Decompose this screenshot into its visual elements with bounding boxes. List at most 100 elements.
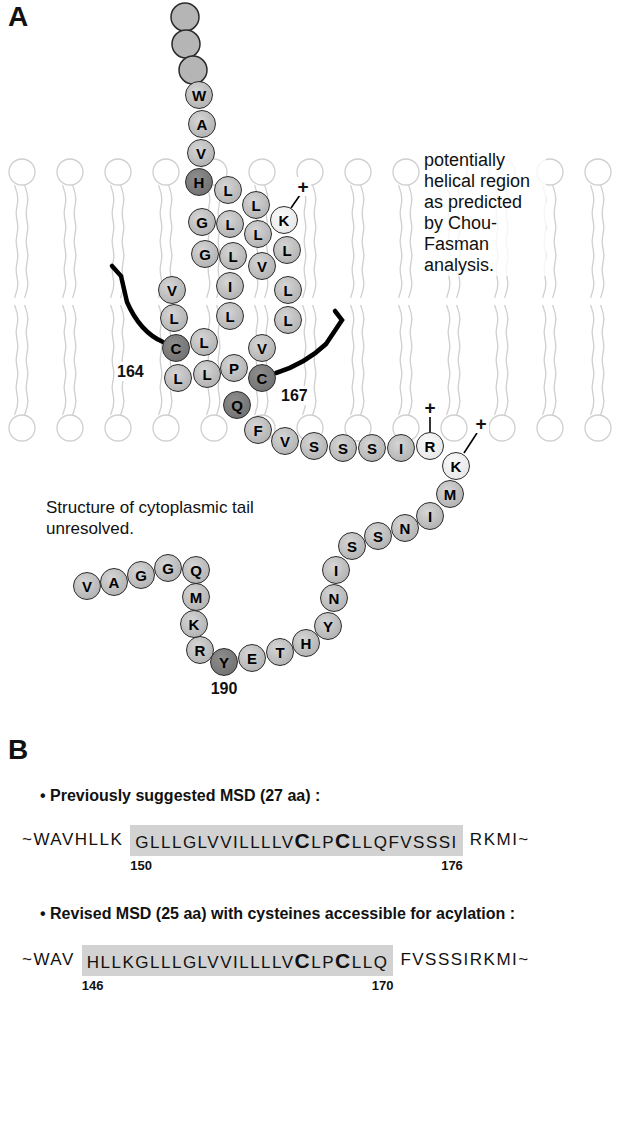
residue-letter: I [399, 441, 403, 456]
residue-circle: V [73, 572, 101, 600]
residue-letter: L [283, 283, 292, 298]
residue-number: 190 [210, 679, 239, 698]
residue-number: 164 [116, 362, 145, 381]
residue-letter: R [195, 643, 206, 658]
sequence-fragment: ~WAVHLLK [22, 830, 123, 850]
residue-circle: T [266, 638, 294, 666]
residue-circle: H [292, 629, 320, 657]
annotation: Structure of cytoplasmic tail unresolved… [46, 497, 274, 539]
residue-letter: R [425, 439, 436, 454]
sequence-fragment: LLQFVSSSI [352, 833, 458, 853]
residue-letter: L [223, 183, 232, 198]
residue-circle: C [162, 334, 190, 362]
residue-letter: A [197, 117, 208, 132]
residue-circle: G [127, 561, 155, 589]
residue-letter: V [82, 579, 92, 594]
residue-letter: H [301, 636, 312, 651]
sequence-fragment: RKMI~ [470, 830, 530, 850]
residue-letter: V [167, 283, 177, 298]
residue-letter: G [162, 561, 174, 576]
residue-circle: W [185, 81, 213, 109]
sequence-fragment: GLLLGLVVILLLLV [135, 833, 294, 853]
residue-letter: Y [323, 619, 333, 634]
residue-letter: C [171, 341, 182, 356]
sequence-fragment: C [335, 828, 352, 853]
residue-circle: V [248, 334, 276, 362]
residue-letter: Q [190, 563, 202, 578]
residue-circle: M [436, 480, 464, 508]
residue-letter: I [334, 563, 338, 578]
charge-sign: + [422, 398, 437, 417]
residue-circle: L [216, 210, 244, 238]
residue-circle: K [270, 206, 298, 234]
residue-circle: M [182, 583, 210, 611]
residue-letter: M [190, 590, 203, 605]
residue-letter: L [169, 311, 178, 326]
residue-circle: S [300, 432, 328, 460]
residue-letter: I [428, 509, 432, 524]
residue-circle: S [329, 434, 357, 462]
residue-circle: S [358, 434, 386, 462]
residue-letter: P [229, 361, 239, 376]
residue-letter: L [173, 371, 182, 386]
residue-letter: C [257, 371, 268, 386]
residue-letter: S [347, 539, 357, 554]
residue-circle: A [188, 110, 216, 138]
residue-letter: F [253, 423, 262, 438]
msd-box: GLLLGLVVILLLLVCLPCLLQFVSSSI [130, 825, 463, 856]
residue-circle: G [154, 554, 182, 582]
residue-circle: S [338, 532, 366, 560]
n-terminal-residues [171, 3, 207, 84]
residue-circle: I [216, 272, 244, 300]
residue-letter: L [283, 313, 292, 328]
residue-letter: K [279, 213, 290, 228]
section-heading: • Previously suggested MSD (27 aa) : [40, 786, 320, 805]
residue-letter: L [225, 309, 234, 324]
residue-letter: Q [231, 398, 243, 413]
residue-letter: E [247, 651, 257, 666]
residue-circle: A [100, 568, 128, 596]
residue-circle: L [273, 236, 301, 264]
sequence-fragment: LP [311, 953, 335, 973]
residue-letter: S [373, 529, 383, 544]
section-heading: • Revised MSD (25 aa) with cysteines acc… [40, 904, 615, 923]
sequence-fragment: HLLKGLLLGLVVILLLLV [87, 953, 295, 973]
residue-letter: W [192, 88, 206, 103]
sequence-fragment: C [295, 948, 312, 973]
residue-letter: M [444, 487, 457, 502]
sequence-fragment: LLQ [352, 953, 389, 973]
residue-letter: V [257, 259, 267, 274]
residue-circle: H [185, 168, 213, 196]
sequence-fragment: C [335, 948, 352, 973]
residue-letter: V [196, 146, 206, 161]
charge-sign: + [295, 177, 310, 196]
residue-circle: G [191, 240, 219, 268]
residue-circle: R [416, 432, 444, 460]
annotation: potentially helical region as predicted … [424, 150, 546, 276]
residue-letter: T [275, 645, 284, 660]
residue-letter: G [199, 247, 211, 262]
residue-circle: L [160, 304, 188, 332]
residue-circle: L [193, 360, 221, 388]
residue-circle: L [274, 276, 302, 304]
residue-circle: F [244, 416, 272, 444]
residue-letter: V [257, 341, 267, 356]
sequence-fragment: LP [311, 833, 335, 853]
sequence-fragment: C [295, 828, 312, 853]
residue-circle: C [248, 364, 276, 392]
residue-letter: L [202, 367, 211, 382]
residue-letter: G [196, 215, 208, 230]
residue-circle: I [416, 502, 444, 530]
residue-number: 167 [280, 386, 309, 405]
residue-circle: I [322, 556, 350, 584]
residue-letter: L [228, 249, 237, 264]
residue-circle: V [187, 139, 215, 167]
residue-circle: L [244, 220, 272, 248]
residue-circle: Q [182, 556, 210, 584]
residue-letter: L [282, 243, 291, 258]
residue-circle: V [271, 427, 299, 455]
residue-circle: P [220, 354, 248, 382]
position-number: 146 [82, 978, 104, 994]
sequence-fragment: FVSSSIRKMI~ [400, 950, 529, 970]
residue-circle: L [219, 242, 247, 270]
